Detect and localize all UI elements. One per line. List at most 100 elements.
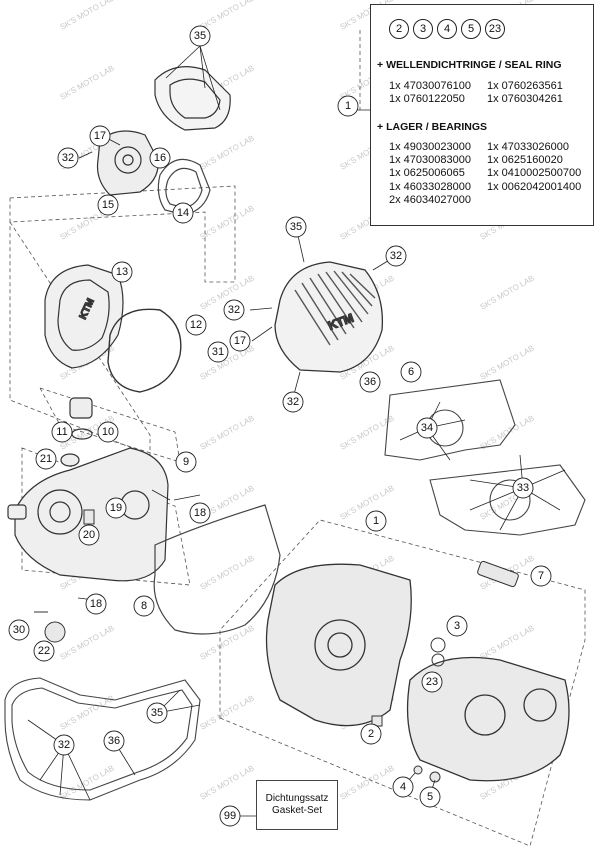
watermark-text: SK'S MOTO LAB bbox=[58, 63, 115, 101]
gasket-set-label-en: Gasket-Set bbox=[271, 805, 323, 816]
callout-5[interactable]: 5 bbox=[419, 786, 441, 808]
shaft-seal bbox=[60, 397, 93, 467]
callout-circle bbox=[35, 448, 57, 470]
callout-circle bbox=[419, 786, 441, 808]
callout-17[interactable]: 17 bbox=[229, 330, 251, 352]
bearing-item: 1x 49030023000 bbox=[389, 141, 471, 153]
callout-3[interactable]: 3 bbox=[446, 615, 468, 637]
callout-circle bbox=[421, 671, 443, 693]
callout-6[interactable]: 6 bbox=[400, 361, 422, 383]
callout-circle bbox=[85, 593, 107, 615]
seal-item: 1x 0760304261 bbox=[487, 93, 563, 106]
callout-23[interactable]: 23 bbox=[421, 671, 443, 693]
callout-32[interactable]: 32 bbox=[223, 299, 245, 321]
callout-number: 36 bbox=[108, 735, 120, 747]
callout-18[interactable]: 18 bbox=[189, 502, 211, 524]
callout-circle bbox=[207, 341, 229, 363]
callout-number: 36 bbox=[364, 376, 376, 388]
bearing-item: 1x 0625006065 bbox=[389, 167, 465, 180]
callout-9[interactable]: 9 bbox=[175, 451, 197, 473]
watermark-text: SK'S MOTO LAB bbox=[478, 413, 535, 451]
callout-number: 17 bbox=[94, 130, 106, 142]
callout-36[interactable]: 36 bbox=[359, 371, 381, 393]
callout-number: 16 bbox=[154, 152, 166, 164]
callout-circle bbox=[97, 421, 119, 443]
callout-circle bbox=[57, 147, 79, 169]
water-pump-cover bbox=[154, 66, 231, 131]
callout-8[interactable]: 8 bbox=[133, 595, 155, 617]
callout-34[interactable]: 34 bbox=[416, 417, 438, 439]
callout-number: 19 bbox=[110, 502, 122, 514]
callout-1[interactable]: 1 bbox=[365, 510, 387, 532]
callout-circle bbox=[337, 95, 359, 117]
callout-circle bbox=[359, 371, 381, 393]
callout-number: 21 bbox=[40, 453, 52, 465]
callout-33[interactable]: 33 bbox=[512, 477, 534, 499]
callout-32[interactable]: 32 bbox=[385, 245, 407, 267]
callout-circle bbox=[229, 330, 251, 352]
callout-number: 33 bbox=[517, 482, 529, 494]
clutch-gasket bbox=[107, 308, 182, 393]
legend-bubble[interactable]: 5 bbox=[461, 19, 481, 39]
legend-bubble[interactable]: 2 bbox=[389, 19, 409, 39]
callout-13[interactable]: 13 bbox=[111, 261, 133, 283]
callout-number: 13 bbox=[116, 266, 128, 278]
legend-bubble[interactable]: 4 bbox=[437, 19, 457, 39]
pump-housing bbox=[96, 130, 159, 196]
callout-circle bbox=[146, 702, 168, 724]
callout-18[interactable]: 18 bbox=[85, 593, 107, 615]
callout-30[interactable]: 30 bbox=[8, 619, 30, 641]
callout-circle bbox=[219, 805, 241, 827]
callout-32[interactable]: 32 bbox=[53, 734, 75, 756]
callout-22[interactable]: 22 bbox=[33, 640, 55, 662]
callout-number: 15 bbox=[102, 199, 114, 211]
callout-21[interactable]: 21 bbox=[35, 448, 57, 470]
callout-12[interactable]: 12 bbox=[185, 314, 207, 336]
callout-circle bbox=[78, 524, 100, 546]
watermark-text: SK'S MOTO LAB bbox=[478, 343, 535, 381]
callout-7[interactable]: 7 bbox=[530, 565, 552, 587]
legend-bubble[interactable]: 3 bbox=[413, 19, 433, 39]
callout-number: 31 bbox=[212, 346, 224, 358]
watermark-text: SK'S MOTO LAB bbox=[198, 553, 255, 591]
seal-ring-list: 1x 47030076100 1x 0760263561 1x 07601220… bbox=[389, 80, 597, 106]
bearings-heading: +LAGER / BEARINGS bbox=[377, 121, 488, 133]
callout-number: 11 bbox=[56, 426, 67, 438]
callout-32[interactable]: 32 bbox=[57, 147, 79, 169]
callout-4[interactable]: 4 bbox=[392, 776, 414, 798]
callout-36[interactable]: 36 bbox=[103, 730, 125, 752]
callout-circle bbox=[285, 216, 307, 238]
callout-35[interactable]: 35 bbox=[189, 25, 211, 47]
callout-35[interactable]: 35 bbox=[146, 702, 168, 724]
legend-bubble[interactable]: 23 bbox=[485, 19, 505, 39]
watermark-text: SK'S MOTO LAB bbox=[478, 273, 535, 311]
callout-20[interactable]: 20 bbox=[78, 524, 100, 546]
callout-circle bbox=[189, 502, 211, 524]
callout-circle bbox=[175, 451, 197, 473]
bearing-item bbox=[487, 194, 597, 207]
callout-1[interactable]: 1 bbox=[337, 95, 359, 117]
callout-2[interactable]: 2 bbox=[360, 723, 382, 745]
callout-17[interactable]: 17 bbox=[89, 125, 111, 147]
callout-19[interactable]: 19 bbox=[105, 497, 127, 519]
callout-circle bbox=[385, 245, 407, 267]
callout-number: 20 bbox=[83, 529, 95, 541]
callout-10[interactable]: 10 bbox=[97, 421, 119, 443]
callout-16[interactable]: 16 bbox=[149, 147, 171, 169]
seal-item: 1x 0760122050 bbox=[389, 93, 465, 106]
callout-31[interactable]: 31 bbox=[207, 341, 229, 363]
watermark-text: SK'S MOTO LAB bbox=[58, 0, 115, 32]
gasket-set-box[interactable]: Dichtungssatz Gasket-Set bbox=[256, 780, 338, 830]
callout-35[interactable]: 35 bbox=[285, 216, 307, 238]
callout-99[interactable]: 99 bbox=[219, 805, 241, 827]
callout-11[interactable]: 11 bbox=[51, 421, 73, 443]
callout-14[interactable]: 14 bbox=[172, 202, 194, 224]
callout-number: 2 bbox=[368, 728, 374, 740]
callout-number: 23 bbox=[426, 676, 438, 688]
cylinder-gaskets bbox=[384, 379, 586, 536]
callout-15[interactable]: 15 bbox=[97, 194, 119, 216]
bearing-item: 1x 47030083000 bbox=[389, 154, 471, 167]
callout-32[interactable]: 32 bbox=[282, 391, 304, 413]
ignition-cover: KTM bbox=[274, 261, 384, 373]
bearing-item: 1x 47033026000 bbox=[487, 141, 569, 153]
